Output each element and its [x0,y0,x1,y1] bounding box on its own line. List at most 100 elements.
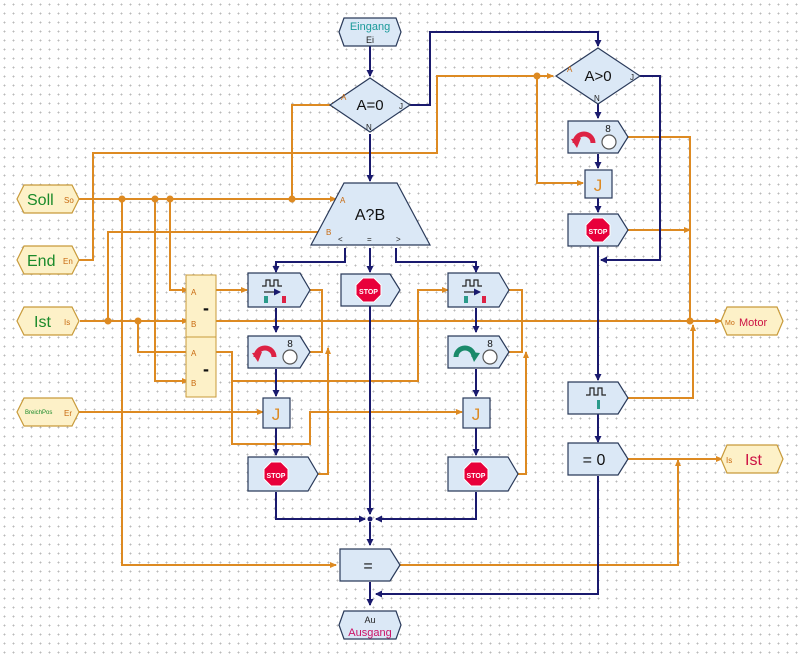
flow-ab-gt [395,248,480,273]
svg-text:Mo: Mo [725,320,735,327]
svg-text:=: = [367,235,372,244]
svg-text:STOP: STOP [467,473,486,480]
right-stop-block[interactable]: STOP [447,456,519,492]
svg-text:Er: Er [64,409,72,418]
merge-node [367,516,373,522]
port-bereich-pos[interactable]: BreichPos Er [16,397,80,427]
flow-ab-lt [272,248,346,273]
svg-text:Ist: Ist [34,314,51,331]
port-ist-input[interactable]: Ist Is [16,306,80,336]
wire-soll-to-sub2 [154,199,189,384]
flow-agt0-yes [600,75,661,264]
speed-dial-icon [482,349,498,365]
svg-text:STOP: STOP [267,473,286,480]
port-ist-output[interactable]: Is Ist [720,444,784,474]
port-motor-output[interactable]: Mo Motor [720,306,784,336]
stop-sign-icon [355,277,382,303]
wire-soll-to-a0 [291,102,339,199]
svg-text:A?B: A?B [355,207,385,224]
left-stop-block[interactable]: STOP [247,456,319,492]
svg-text:End: End [27,253,55,270]
svg-text:BreichPos: BreichPos [25,410,52,416]
compare-a-greater-0[interactable]: A>0 A J N [554,47,642,105]
wire-lstop-out [318,347,331,475]
motor-encoder-icon [262,279,286,303]
motor-encoder-icon [462,279,486,303]
svg-text:So: So [64,196,74,205]
wire-rmotor-in [417,287,449,321]
svg-text:J: J [272,405,281,424]
left-jump-block[interactable]: J [262,397,291,429]
svg-text:A: A [191,288,197,297]
svg-text:A: A [191,349,197,358]
port-soll[interactable]: Soll So [16,184,80,214]
flow-a0-yes [410,31,602,106]
svg-text:Is: Is [726,456,732,465]
svg-text:Motor: Motor [739,317,767,329]
wire-lspeed-out [308,321,323,353]
svg-text:J: J [630,73,634,82]
svg-text:B: B [191,379,196,388]
equals-block-bottom[interactable]: = [339,548,401,582]
svg-text:>: > [396,235,401,244]
wire-soll-to-sub1 [169,199,189,293]
svg-text:8: 8 [605,124,611,135]
svg-text:STOP: STOP [589,229,608,236]
entry-sub: Ei [366,35,374,45]
middle-stop-block[interactable]: STOP [340,273,401,307]
right-jump-block[interactable]: J [462,397,491,429]
wire-end [78,73,554,261]
svg-text:J: J [594,176,603,195]
rcol-speed-block[interactable]: 8 [567,120,629,154]
subtract-block-1[interactable]: A B - [185,274,217,338]
stop-sign-icon [263,461,289,487]
wire-rstop-out [518,351,529,475]
flow-l4 [275,492,366,523]
svg-text:-: - [203,298,209,318]
svg-text:N: N [594,94,600,103]
wire-end-to-j-right [536,76,584,186]
svg-text:=: = [363,558,372,575]
wire-eq-bottom-out [400,459,681,566]
left-motor-block[interactable] [247,272,311,308]
right-motor-block[interactable] [447,272,510,308]
exit-title: Ausgang [348,627,391,639]
counter-pulse-icon [586,387,606,409]
wire-lmotor-out [308,289,323,321]
svg-text:N: N [366,123,372,132]
wire-ist-to-sub2 [137,321,188,353]
svg-text:Soll: Soll [27,192,54,209]
entry-block[interactable]: Eingang Ei [338,17,402,47]
svg-text:A: A [340,196,346,205]
svg-text:A>0: A>0 [584,68,611,85]
exit-block[interactable]: Au Ausgang [338,610,402,640]
rcol-stop-block[interactable]: STOP [567,213,629,247]
speed-dial-icon [601,134,617,150]
data-wires [78,73,723,568]
speed-dial-icon [282,349,298,365]
svg-text:STOP: STOP [359,289,378,296]
compare-a-equals-0[interactable]: A=0 A J N [328,77,412,133]
equals-zero-block[interactable]: = 0 [567,442,629,476]
wire-sub2-out [216,351,463,445]
rcol-jump-block[interactable]: J [584,169,613,199]
flow-eq0-to-exit [375,476,599,598]
svg-text:A: A [341,93,347,102]
port-end[interactable]: End En [16,245,80,275]
wire-junctions [104,72,694,325]
right-speed-block[interactable]: 8 [447,335,510,369]
svg-text:Ist: Ist [745,452,762,469]
subtract-block-2[interactable]: A B - [185,336,217,398]
svg-text:A=0: A=0 [356,97,383,114]
flow-r4 [375,492,477,523]
left-speed-block[interactable]: 8 [247,335,311,369]
svg-text:B: B [326,228,331,237]
wire-rmotor-out [507,289,523,321]
compare-a-vs-b[interactable]: A?B A B < = > [310,182,431,246]
rcol-wait-block[interactable] [567,381,629,415]
svg-text:= 0: = 0 [583,452,606,469]
svg-text:<: < [338,235,343,244]
svg-text:8: 8 [487,339,493,350]
